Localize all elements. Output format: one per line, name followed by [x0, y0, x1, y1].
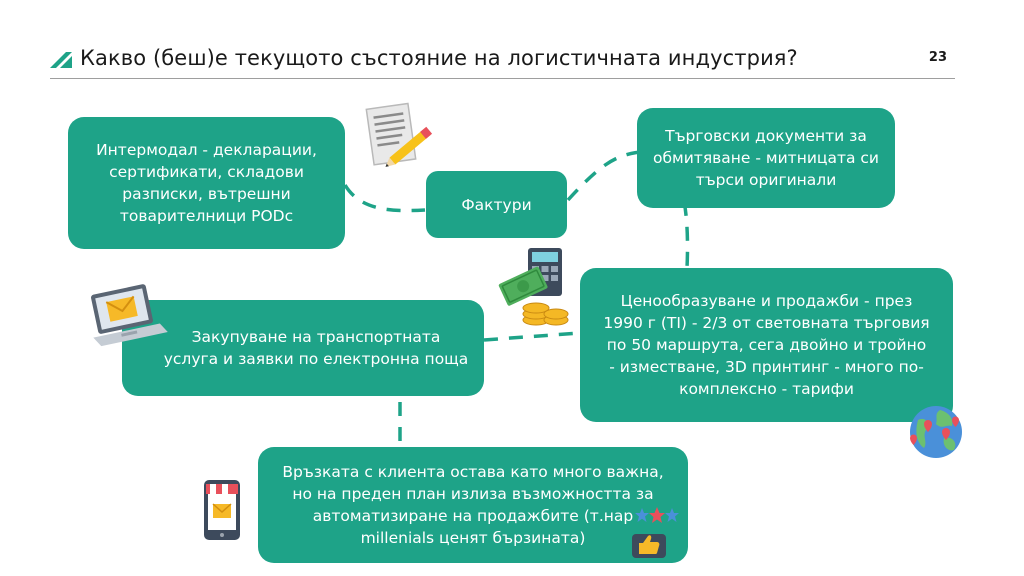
box-intermodal: Интермодал - декларации, сертификати, ск…	[68, 117, 345, 249]
box-pricing: Ценообразуване и продажби - през 1990 г …	[580, 268, 953, 422]
document-pencil-icon	[365, 102, 433, 167]
connector-procurement-pricing	[483, 331, 581, 342]
box-intermodal-text: Интермодал - декларации, сертификати, ск…	[96, 141, 317, 225]
slide-header: Какво (беш)е текущото състояние на логис…	[50, 44, 955, 80]
connector-intermodal-invoices	[343, 184, 426, 213]
thumbs-up-icon	[632, 534, 666, 558]
box-client: Връзката с клиента остава като много важ…	[258, 447, 688, 563]
globe-pins-icon	[910, 406, 962, 458]
box-procurement-text: Закупуване на транспортната услуга и зая…	[163, 328, 469, 368]
box-client-text: Връзката с клиента остава като много важ…	[282, 463, 664, 547]
box-pricing-text: Ценообразуване и продажби - през 1990 г …	[603, 292, 930, 398]
page-number: 23	[928, 50, 947, 65]
title-accent-icon	[50, 52, 72, 68]
box-invoices: Фактури	[426, 171, 567, 238]
money-calculator-icon	[498, 248, 569, 326]
rating-stars-icon	[635, 507, 679, 523]
box-trade-documents-text: Търговски документи за обмитяване - митн…	[652, 127, 879, 189]
header-divider	[50, 78, 955, 79]
box-invoices-text: Фактури	[461, 195, 532, 214]
connector-invoices-tradedocs	[566, 150, 641, 202]
page-title: Какво (беш)е текущото състояние на логис…	[80, 46, 798, 70]
box-trade-documents: Търговски документи за обмитяване - митн…	[637, 108, 895, 208]
box-procurement: Закупуване на транспортната услуга и зая…	[122, 300, 484, 396]
laptop-email-icon	[91, 284, 168, 347]
mobile-shop-icon	[204, 480, 240, 540]
